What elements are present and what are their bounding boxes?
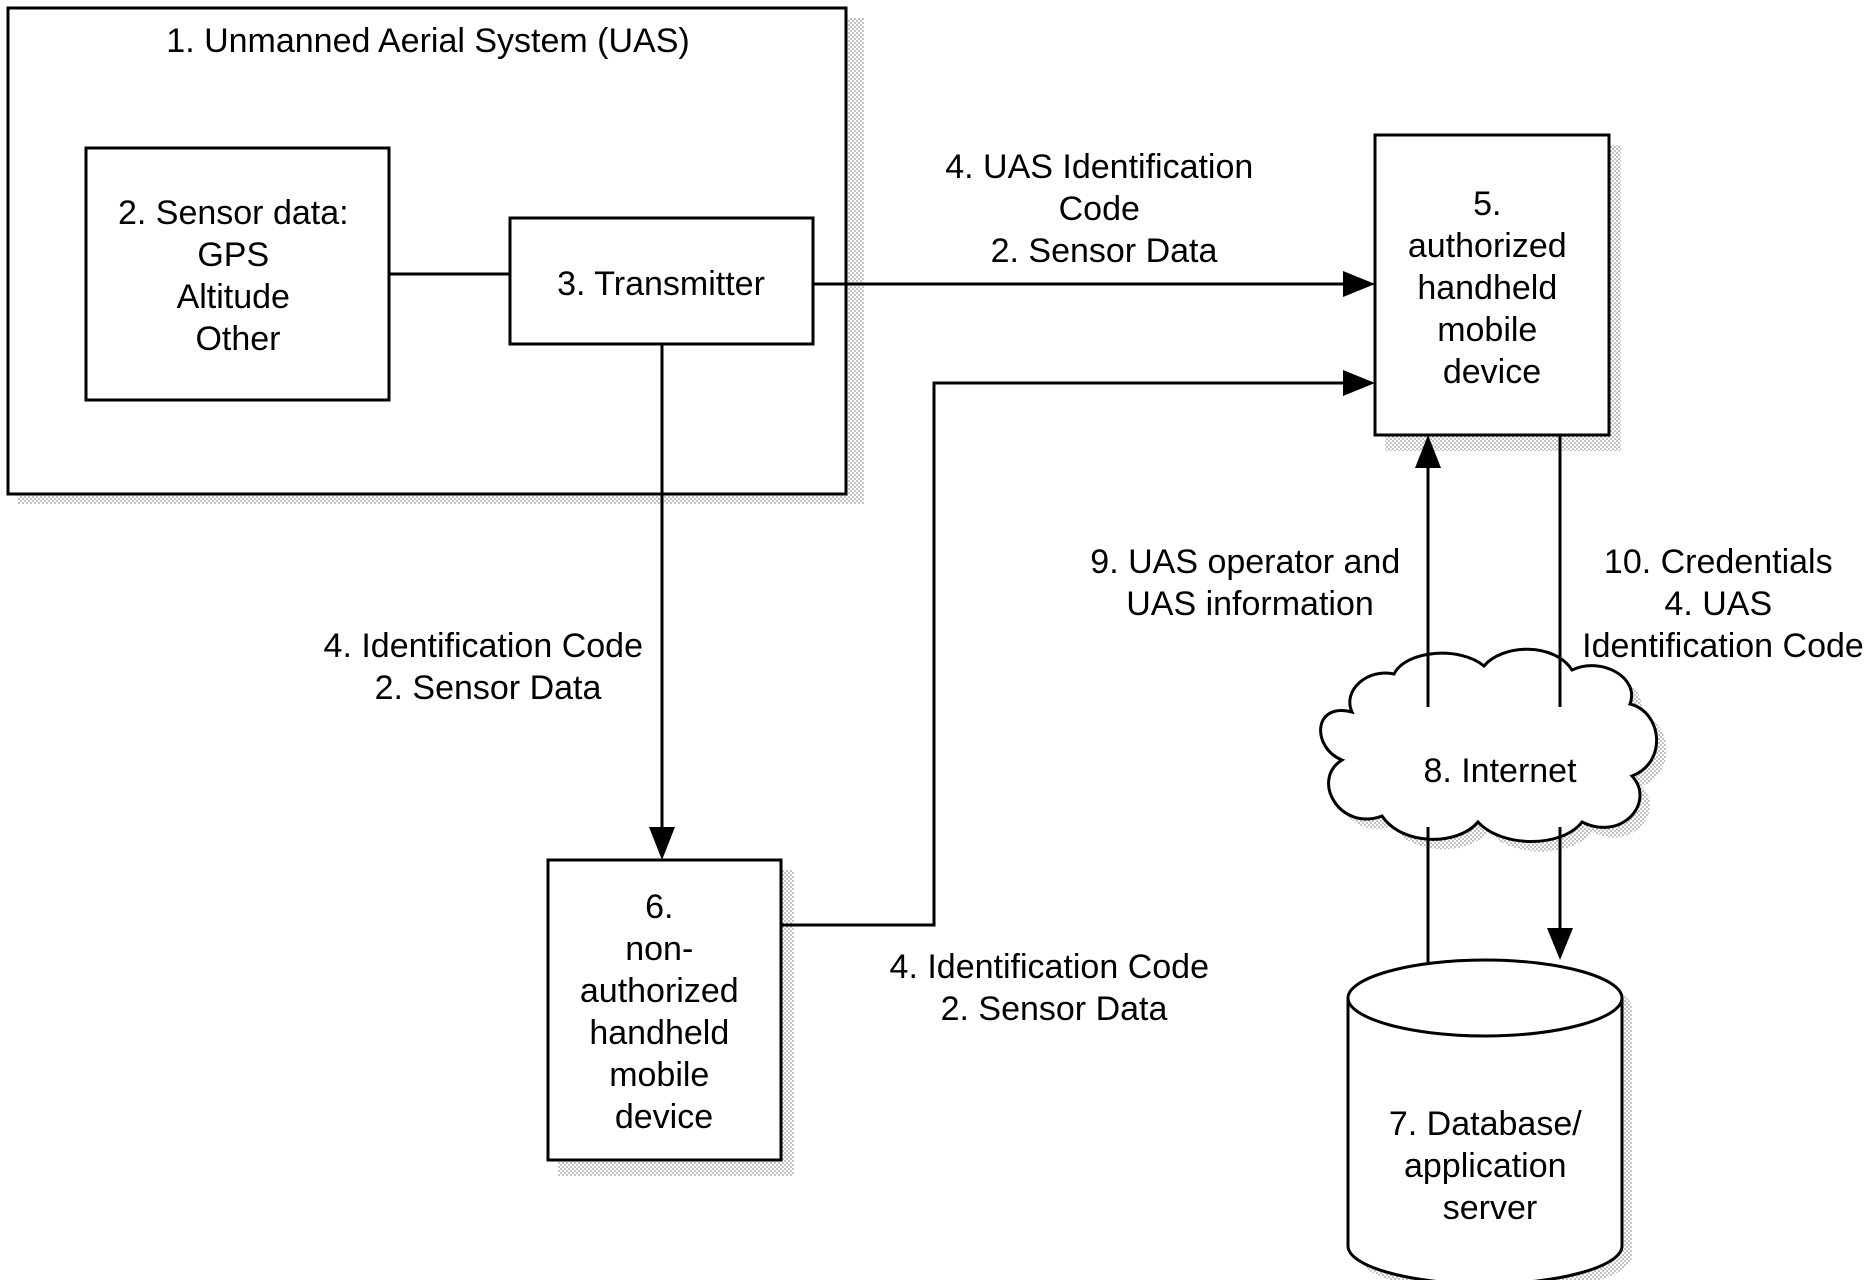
edge-label-transmitter-to-authorized: 4. UAS Identification Code 2. Sensor Dat…: [945, 148, 1263, 270]
arrowhead-authorized-mid: [1343, 370, 1375, 396]
non-authorized-to-authorized-line: [781, 383, 1343, 925]
internet-label: 8. Internet: [1423, 752, 1577, 790]
arrowhead-authorized-top: [1343, 271, 1375, 297]
uas-system-title: 1. Unmanned Aerial System (UAS): [166, 22, 689, 60]
arrowhead-non-authorized: [649, 827, 675, 860]
arrowhead-server: [1547, 928, 1573, 960]
edge-label-authorized-to-server: 10. Credentials 4. UAS Identification Co…: [1582, 543, 1864, 665]
sensor-data-box: [86, 148, 389, 400]
edge-label-server-to-authorized: 9. UAS operator and UAS information: [1090, 543, 1409, 623]
edge-label-non-authorized-to-authorized: 4. Identification Code 2. Sensor Data: [890, 948, 1219, 1028]
transmitter-label: 3. Transmitter: [557, 265, 765, 303]
internet-cloud: [1321, 649, 1657, 841]
edge-label-transmitter-to-non-authorized: 4. Identification Code 2. Sensor Data: [324, 627, 653, 707]
